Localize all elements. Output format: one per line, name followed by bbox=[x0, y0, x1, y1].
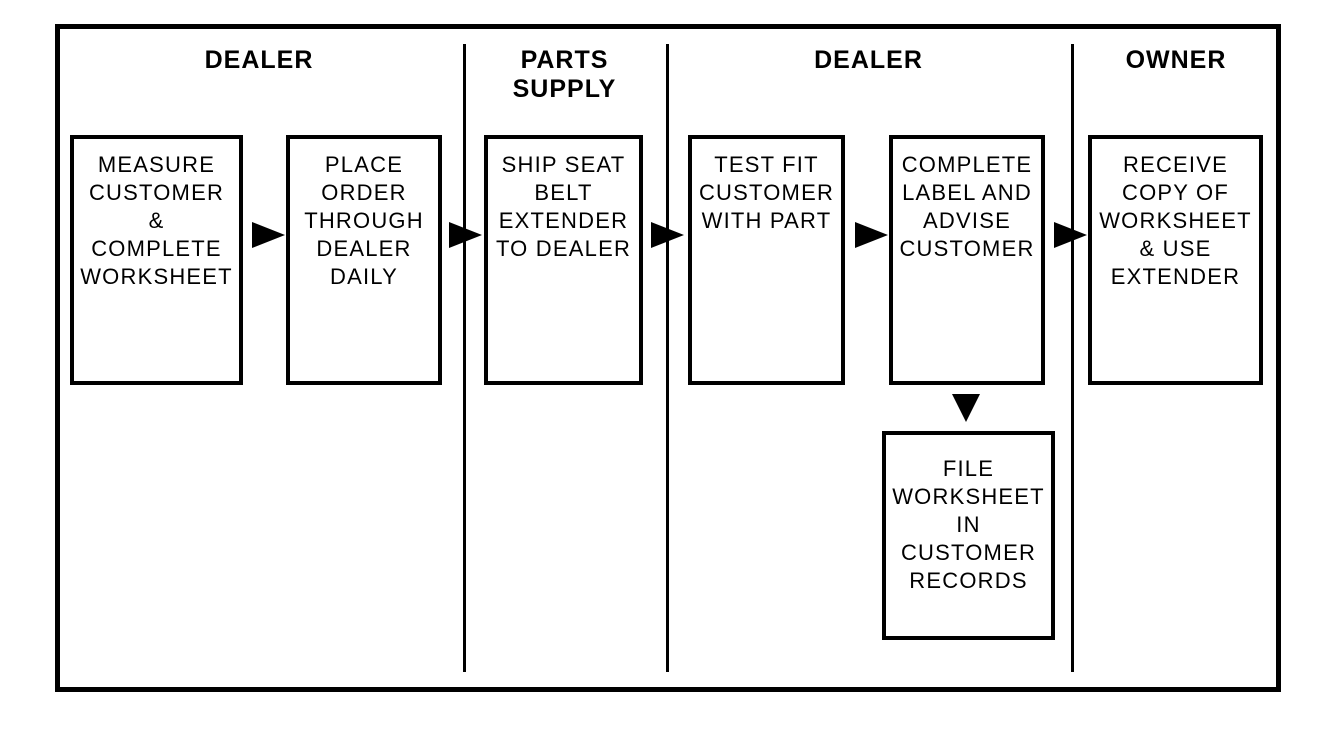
lane-header-owner: OWNER bbox=[1125, 46, 1227, 74]
arrow-right-icon bbox=[449, 222, 482, 248]
arrow-right-icon bbox=[252, 222, 285, 248]
arrow-right-icon bbox=[855, 222, 888, 248]
lane-divider bbox=[463, 44, 466, 672]
lane-divider bbox=[1071, 44, 1074, 672]
lane-header-dealer-2: DEALER bbox=[814, 46, 923, 74]
lane-divider bbox=[666, 44, 669, 672]
flow-box-ship-extender: SHIP SEAT BELT EXTENDER TO DEALER bbox=[484, 135, 643, 385]
lane-header-dealer-1: DEALER bbox=[204, 46, 314, 74]
flow-box-complete-label: COMPLETE LABEL AND ADVISE CUSTOMER bbox=[889, 135, 1045, 385]
flow-box-test-fit: TEST FIT CUSTOMER WITH PART bbox=[688, 135, 845, 385]
arrow-right-icon bbox=[651, 222, 684, 248]
lane-header-parts-supply: PARTS SUPPLY bbox=[512, 46, 617, 103]
flow-box-place-order: PLACE ORDER THROUGH DEALER DAILY bbox=[286, 135, 442, 385]
flow-box-file-worksheet: FILE WORKSHEET IN CUSTOMER RECORDS bbox=[882, 431, 1055, 640]
arrow-down-icon bbox=[952, 394, 980, 422]
flow-box-measure-customer: MEASURE CUSTOMER & COMPLETE WORKSHEET bbox=[70, 135, 243, 385]
flow-box-receive-copy: RECEIVE COPY OF WORKSHEET & USE EXTENDER bbox=[1088, 135, 1263, 385]
arrow-right-icon bbox=[1054, 222, 1087, 248]
